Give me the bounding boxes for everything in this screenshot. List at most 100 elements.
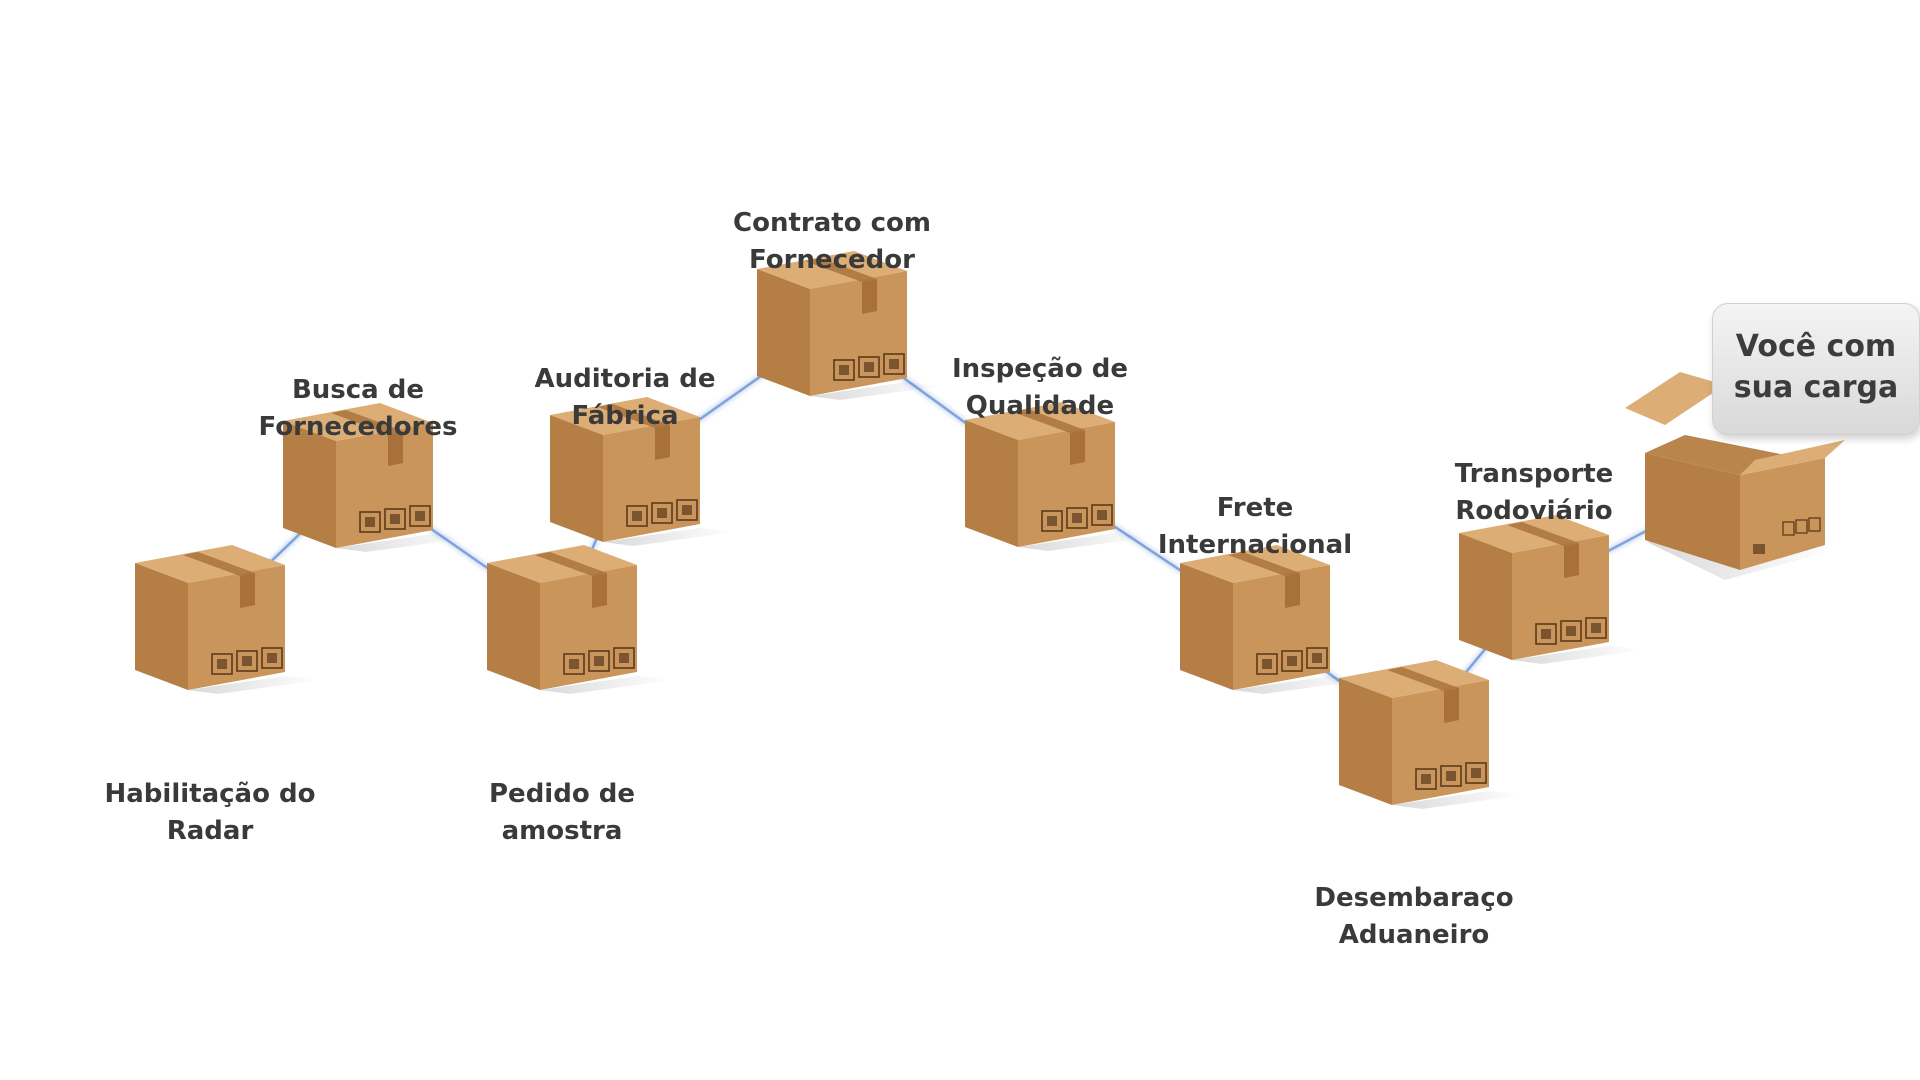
- box-tape-front: [862, 279, 877, 314]
- handling-symbol-icon: [1795, 519, 1808, 534]
- box-icon-busca: [283, 403, 468, 552]
- step-label-inspecao: Inspeção de Qualidade: [951, 354, 1129, 421]
- handling-symbol-icon: [1041, 510, 1063, 532]
- box-shadow: [810, 382, 942, 400]
- handling-symbol-icon: [1066, 507, 1088, 529]
- box-tape: [183, 552, 255, 576]
- box-icon-auditoria: [550, 397, 735, 546]
- handling-symbol-icon: [261, 647, 283, 669]
- box-tape: [1013, 409, 1085, 433]
- box-side: [487, 563, 540, 690]
- handling-symbol-mark: [1287, 656, 1297, 666]
- handling-symbol-icon: [236, 650, 258, 672]
- handling-symbol-mark: [217, 659, 227, 669]
- handling-symbol-icon: [858, 356, 880, 378]
- box-tape-front: [1070, 430, 1085, 465]
- box-side: [1459, 533, 1512, 660]
- box-side: [757, 269, 810, 396]
- box-tape-front: [240, 573, 255, 608]
- handling-symbol-mark: [1566, 626, 1576, 636]
- handling-symbol-mark: [365, 517, 375, 527]
- handling-symbol-mark: [415, 511, 425, 521]
- handling-symbol-mark: [1097, 510, 1107, 520]
- handling-symbol-mark: [1072, 513, 1082, 523]
- handling-symbol-mark: [594, 656, 604, 666]
- handling-symbol-icon: [211, 653, 233, 675]
- box-tape: [535, 552, 607, 576]
- box-shadow: [1512, 646, 1644, 664]
- box-side: [965, 420, 1018, 547]
- box-icon-habilitacao: [135, 545, 320, 694]
- handling-symbol-icon: [1585, 617, 1607, 639]
- open-box-flap: [1625, 372, 1725, 425]
- box-tape-front: [388, 431, 403, 466]
- handling-symbol-icon: [1560, 620, 1582, 642]
- boxes-layer: [135, 251, 1644, 809]
- handling-symbol-icon: [1440, 765, 1462, 787]
- open-box-front-flap: [1740, 440, 1845, 475]
- handling-symbol-mark: [1312, 653, 1322, 663]
- handling-symbol-mark: [1541, 629, 1551, 639]
- box-icon-pedido: [487, 545, 672, 694]
- handling-symbol-mark: [1591, 623, 1601, 633]
- handling-symbol-icon: [651, 502, 673, 524]
- step-label-busca: Busca de Fornecedores: [258, 375, 458, 442]
- open-box-icon: [1625, 372, 1845, 580]
- box-icon-contrato: [757, 251, 942, 400]
- handling-symbol-icon: [384, 508, 406, 530]
- step-label-transporte: Transporte Rodoviário: [1454, 459, 1614, 526]
- box-tape: [1507, 522, 1579, 546]
- speech-bubble: Você com sua carga: [1712, 303, 1920, 435]
- handling-symbol-icon: [1281, 650, 1303, 672]
- box-icon-transporte: [1459, 515, 1644, 664]
- box-icon-inspecao: [965, 402, 1150, 551]
- handling-symbol-mark: [1421, 774, 1431, 784]
- handling-symbol-mark: [1262, 659, 1272, 669]
- box-tape: [1387, 667, 1459, 691]
- handling-symbol-icon: [1535, 623, 1557, 645]
- box-tape-front: [1285, 573, 1300, 608]
- handling-symbol-icon: [1091, 504, 1113, 526]
- box-side: [283, 421, 336, 548]
- handling-symbol-mark: [1471, 768, 1481, 778]
- box-side: [1180, 563, 1233, 690]
- handling-symbol-icon: [883, 353, 905, 375]
- handling-symbol-mark: [864, 362, 874, 372]
- box-tape-front: [1444, 688, 1459, 723]
- handling-symbol-mark: [1047, 516, 1057, 526]
- box-tape-front: [655, 425, 670, 460]
- handling-symbol-mark: [390, 514, 400, 524]
- box-shadow: [1018, 533, 1150, 551]
- handling-symbol-icon: [626, 505, 648, 527]
- handling-symbol-icon: [1808, 517, 1821, 532]
- handling-symbol-icon: [833, 359, 855, 381]
- handling-symbol-icon: [1465, 762, 1487, 784]
- handling-symbol-mark: [1446, 771, 1456, 781]
- box-shadow: [540, 676, 672, 694]
- handling-symbol-icon: [1782, 521, 1795, 536]
- box-shadow: [1392, 791, 1524, 809]
- handling-symbol-icon: [613, 647, 635, 669]
- box-tape: [805, 258, 877, 282]
- handling-symbol-mark: [619, 653, 629, 663]
- open-box-label-mark: [1753, 544, 1765, 554]
- handling-symbol-icon: [1415, 768, 1437, 790]
- box-tape-front: [592, 573, 607, 608]
- open-box-side: [1645, 453, 1740, 570]
- box-shadow: [188, 676, 320, 694]
- box-side: [135, 563, 188, 690]
- handling-symbol-mark: [569, 659, 579, 669]
- handling-symbol-mark: [242, 656, 252, 666]
- handling-symbol-icon: [588, 650, 610, 672]
- box-side: [1339, 678, 1392, 805]
- handling-symbol-mark: [839, 365, 849, 375]
- handling-symbol-mark: [267, 653, 277, 663]
- step-label-desembaraco: Desembaraço Aduaneiro: [1314, 883, 1514, 950]
- step-label-auditoria: Auditoria de Fábrica: [534, 364, 716, 431]
- box-shadow: [1233, 676, 1365, 694]
- step-label-contrato: Contrato com Fornecedor: [733, 208, 931, 275]
- handling-symbol-mark: [632, 511, 642, 521]
- open-box-front: [1740, 458, 1825, 570]
- step-label-pedido: Pedido de amostra: [489, 779, 635, 846]
